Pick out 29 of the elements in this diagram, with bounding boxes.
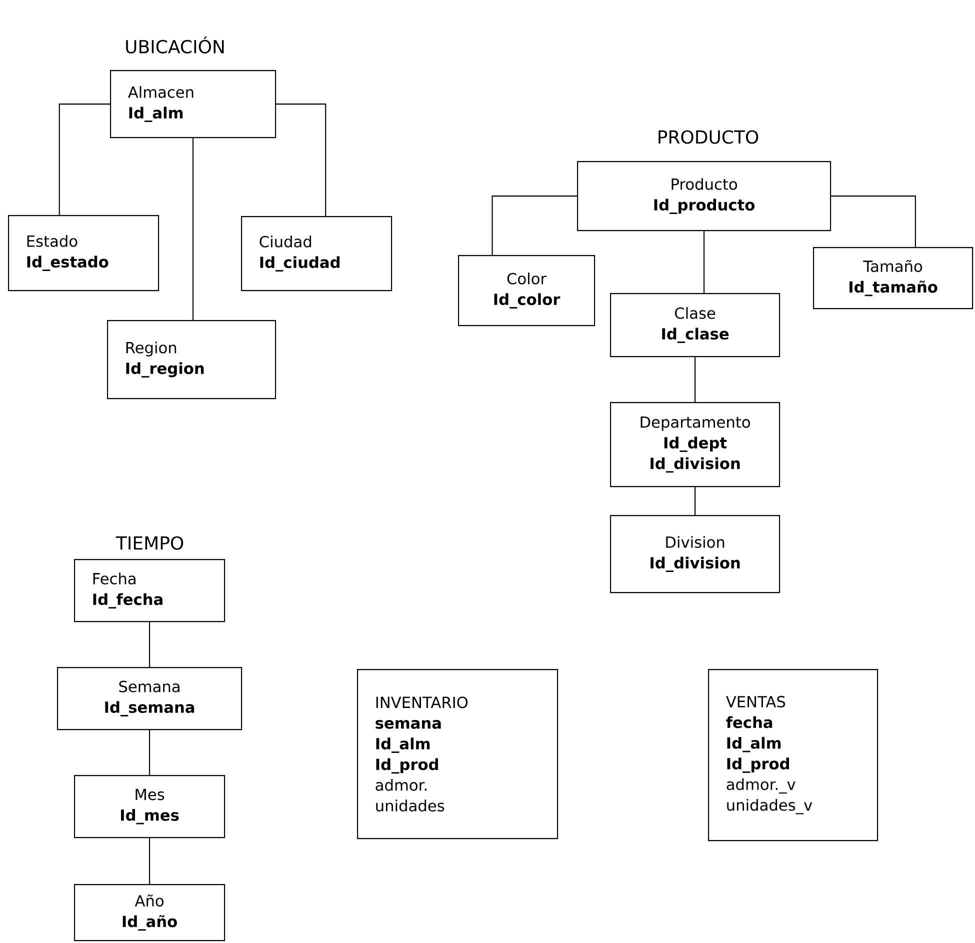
entity-box: Fecha Id_fecha [74, 559, 226, 622]
entity-box: Color Id_color [458, 255, 596, 326]
connector-line [694, 357, 696, 402]
entity-box: Año Id_año [74, 884, 226, 942]
connector-line [149, 730, 150, 776]
entity-box: Tamaño Id_tamaño [813, 247, 974, 310]
entity-box: Producto Id_producto [577, 161, 832, 232]
connector-line [149, 838, 150, 884]
entity-box: Estado Id_estado [8, 215, 160, 292]
entity-box: Mes Id_mes [74, 775, 226, 838]
connector-line [192, 138, 194, 320]
entity-box: INVENTARIO semana Id_alm Id_prod admor. unidades [357, 669, 558, 840]
section-heading: PRODUCTO [658, 130, 758, 144]
connector-line [276, 104, 326, 216]
section-heading: UBICACIÓN [126, 36, 224, 54]
entity-box: Clase Id_clase [610, 293, 780, 358]
connector-line [831, 196, 916, 247]
connector-line [149, 622, 150, 667]
connector-line [694, 487, 696, 515]
connector-line [704, 231, 705, 293]
entity-box: Almacen Id_alm [110, 70, 276, 138]
entity-box: Region Id_region [107, 320, 276, 400]
connector-line [58, 104, 110, 215]
entity-box: Ciudad Id_ciudad [241, 216, 392, 292]
entity-box: Semana Id_semana [57, 667, 242, 730]
entity-box: Departamento Id_dept Id_division [610, 402, 780, 488]
entity-box: Division Id_division [610, 515, 780, 594]
entity-box: VENTAS fecha Id_alm Id_prod admor._v unidades_v [708, 669, 878, 842]
connector-line [492, 196, 577, 255]
